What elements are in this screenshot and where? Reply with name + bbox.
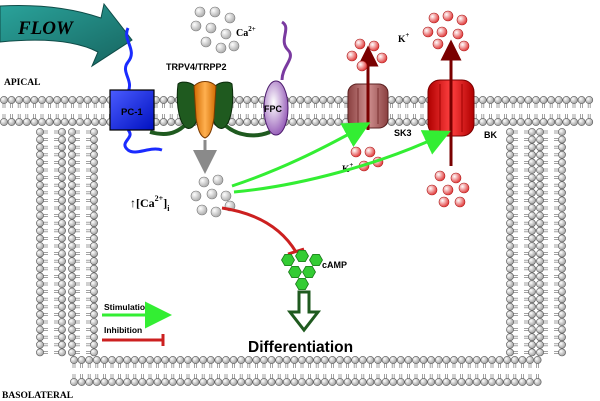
camp-label: cAMP (322, 260, 347, 270)
pc1-receptor: PC-1 (109, 27, 163, 154)
potassium-ion (436, 26, 448, 38)
potassium-ion (346, 50, 358, 62)
potassium-ion (452, 28, 464, 40)
camp-hexagon (288, 266, 302, 278)
basolateral-label: BASOLATERAL (2, 391, 73, 401)
sk3-label: SK3 (394, 128, 412, 138)
calcium-ion (209, 6, 221, 18)
stimulation-arrow-bk (233, 130, 451, 194)
fpc-label: FPC (264, 104, 283, 114)
potassium-ion (422, 26, 434, 38)
differentiation-label: Differentiation (248, 339, 353, 356)
potassium-ion (456, 14, 468, 26)
camp-hexagon (302, 266, 316, 278)
calcium-ion (228, 40, 240, 52)
stimulation-arrow-sk3 (231, 122, 371, 188)
camp-hexagon (295, 250, 309, 262)
calcium-ion (210, 206, 222, 218)
potassium-ion (434, 170, 446, 182)
potassium-ion (376, 52, 388, 64)
potassium-ion (454, 196, 466, 208)
flow-arrow: FLOW (0, 2, 133, 68)
potassium-ion (458, 182, 470, 194)
inhibition-arrow-camp (221, 206, 298, 253)
camp-hexagon (281, 254, 295, 266)
intracellular-calcium-label: ↑[Ca2+]i (130, 194, 170, 213)
calcium-ion (198, 176, 210, 188)
potassium-ion (368, 40, 380, 52)
potassium-ion (442, 10, 454, 22)
calcium-ion (190, 190, 202, 202)
potassium-ion (458, 40, 470, 52)
potassium-ion (428, 12, 440, 24)
camp-hexagon (309, 254, 323, 266)
potassium-ion (356, 60, 368, 72)
calcium-ion (220, 190, 232, 202)
differentiation-arrow (286, 290, 322, 333)
calcium-ion (220, 28, 232, 40)
bk-channel: BK (427, 39, 497, 166)
camp-molecules (281, 250, 323, 290)
potassium-ion (364, 146, 376, 158)
calcium-ion (206, 188, 218, 200)
legend-stimulation-label: Stimulation (104, 302, 150, 312)
calcium-ion (196, 204, 208, 216)
potassium-ion (442, 184, 454, 196)
trpv4-trpp2-channel: TRPV4/TRPP2 (149, 62, 271, 174)
sk3-channel: SK3 (347, 45, 412, 138)
fpc-receptor: FPC (263, 20, 292, 136)
potassium-ion (432, 38, 444, 50)
calcium-label: Ca2+ (236, 25, 256, 39)
camp-hexagon (295, 278, 309, 290)
pc1-box (109, 89, 155, 131)
apical-label: APICAL (4, 78, 40, 88)
calcium-ion (212, 174, 224, 186)
k-label-top: K+ (398, 31, 409, 45)
calcium-ion (224, 12, 236, 24)
trpv4-label: TRPV4/TRPP2 (166, 62, 227, 72)
potassium-ion (354, 38, 366, 50)
potassium-ion (426, 184, 438, 196)
legend: Stimulation Inhibition (102, 301, 172, 346)
calcium-ion (190, 20, 202, 32)
calcium-ion (205, 22, 217, 34)
pc1-label: PC-1 (121, 107, 143, 118)
flow-label: FLOW (17, 18, 74, 39)
calcium-ion (200, 36, 212, 48)
potassium-ion (438, 196, 450, 208)
potassium-ions (346, 10, 470, 208)
calcium-ion (194, 6, 206, 18)
potassium-ion (450, 172, 462, 184)
bk-label: BK (484, 130, 497, 140)
calcium-ion (215, 42, 227, 54)
potassium-ion (350, 146, 362, 158)
calcium-ions-intracellular (190, 174, 236, 218)
calcium-ions-extracellular (190, 6, 240, 54)
legend-inhibition-label: Inhibition (104, 325, 142, 335)
